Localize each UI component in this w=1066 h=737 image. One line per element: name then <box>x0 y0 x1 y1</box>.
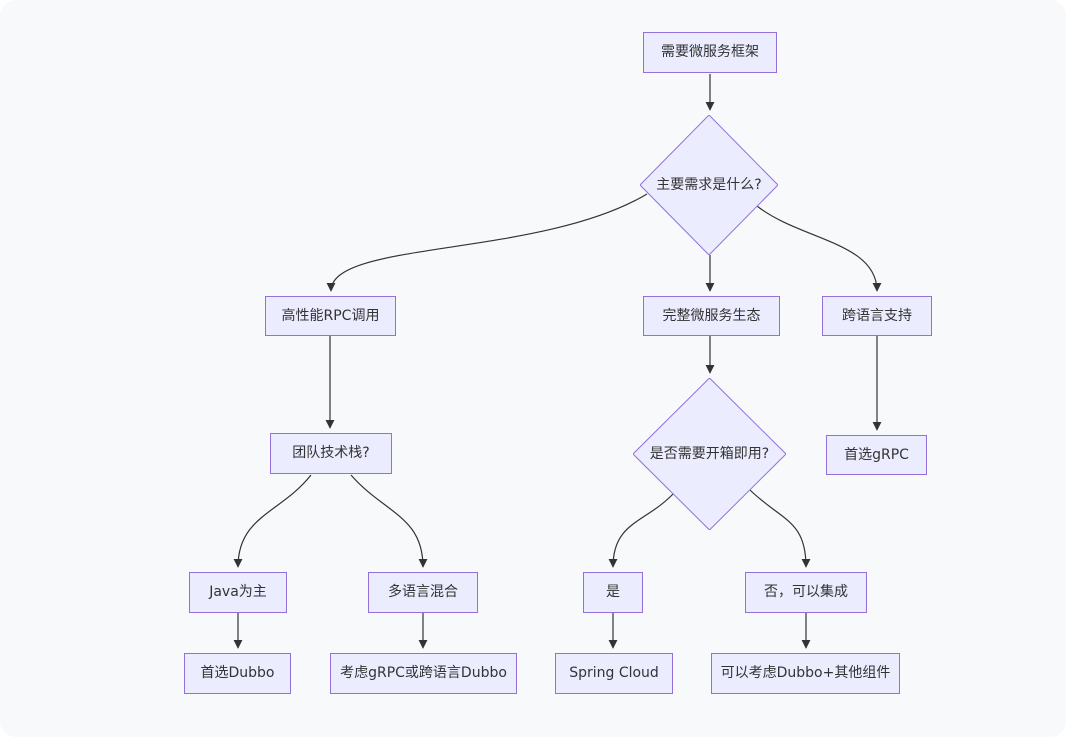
node-full-microservice-ecosystem: 完整微服务生态 <box>643 296 780 336</box>
node-label: 高性能RPC调用 <box>281 307 380 324</box>
node-label: 多语言混合 <box>388 584 458 601</box>
node-cross-language-support: 跨语言支持 <box>822 296 932 336</box>
node-out-of-box-decision: 是否需要开箱即用? <box>633 378 786 530</box>
node-multi-language-mix: 多语言混合 <box>368 572 478 613</box>
node-label: 是否需要开箱即用? <box>649 445 770 462</box>
edge-outofbox-to-no <box>749 489 811 568</box>
node-label: 跨语言支持 <box>842 307 912 324</box>
node-label: 是 <box>606 584 620 601</box>
node-prefer-dubbo: 首选Dubbo <box>184 653 291 694</box>
node-need-microservice-framework: 需要微服务框架 <box>643 32 777 73</box>
node-label: 主要需求是什么? <box>656 176 762 193</box>
edge-decision-to-crosslang <box>756 205 882 292</box>
node-label: 可以考虑Dubbo+其他组件 <box>720 665 891 682</box>
node-java-primary: Java为主 <box>189 572 287 613</box>
node-label: Spring Cloud <box>569 665 659 682</box>
decision-diamond-shape <box>633 378 786 530</box>
node-label: 首选Dubbo <box>200 665 275 682</box>
node-label: 需要微服务框架 <box>661 44 759 61</box>
node-dubbo-plus-other-components: 可以考虑Dubbo+其他组件 <box>711 653 900 694</box>
node-no-can-integrate: 否，可以集成 <box>745 572 867 613</box>
node-label: Java为主 <box>209 584 267 601</box>
node-team-tech-stack: 团队技术栈? <box>270 433 392 474</box>
edge-techstack-to-java <box>233 474 312 568</box>
node-label: 团队技术栈? <box>292 445 370 462</box>
node-consider-grpc-or-cross-language-dubbo: 考虑gRPC或跨语言Dubbo <box>330 653 517 694</box>
node-label: 否，可以集成 <box>764 584 848 601</box>
edge-decision-to-rpc <box>326 193 648 292</box>
node-spring-cloud: Spring Cloud <box>555 653 673 694</box>
decision-diamond-shape <box>640 115 778 255</box>
node-prefer-grpc: 首选gRPC <box>826 435 927 475</box>
node-high-performance-rpc: 高性能RPC调用 <box>265 296 396 336</box>
node-label: 考虑gRPC或跨语言Dubbo <box>340 665 507 682</box>
node-label: 完整微服务生态 <box>662 307 761 324</box>
node-label: 首选gRPC <box>844 446 909 463</box>
node-yes: 是 <box>583 572 643 613</box>
edge-techstack-to-multilang <box>350 474 428 568</box>
edge-outofbox-to-yes <box>608 493 674 568</box>
node-main-requirement-decision: 主要需求是什么? <box>640 115 778 255</box>
